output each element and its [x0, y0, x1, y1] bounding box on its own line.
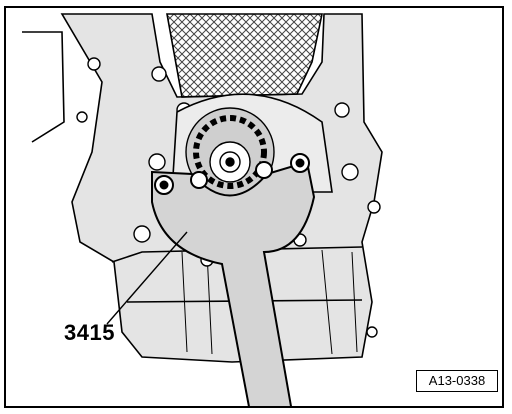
illustration-frame: 3415 A13-0338	[4, 6, 504, 408]
part-number-label: 3415	[64, 320, 115, 345]
counterhold-tool	[151, 153, 316, 406]
leader-line	[106, 231, 188, 325]
engine-diagram	[22, 13, 383, 406]
figure-id-box: A13-0338	[416, 370, 498, 392]
sprocket-gear	[185, 107, 275, 197]
mesh-grille	[166, 13, 323, 98]
